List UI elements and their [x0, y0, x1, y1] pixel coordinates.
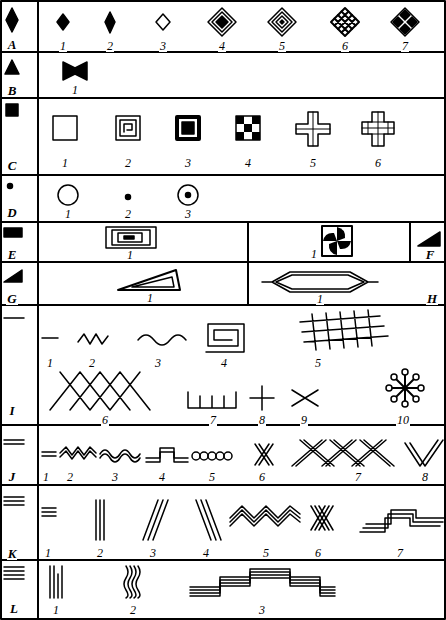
item-number: 2 [124, 157, 132, 169]
item-number: 1 [71, 84, 79, 96]
row-letter: F [425, 248, 436, 261]
row-letter: G [6, 292, 17, 305]
item-number: 7 [209, 414, 217, 426]
item-number: 9 [300, 414, 308, 426]
row-letter: A [7, 38, 18, 51]
item-number: 5 [314, 357, 322, 369]
row-letter: C [7, 159, 18, 172]
item-number: 1 [59, 40, 67, 52]
item-number: 6 [341, 40, 349, 52]
item-number: 5 [309, 157, 317, 169]
item-number: 2 [106, 40, 114, 52]
item-number: 1 [310, 248, 318, 260]
item-number: 6 [101, 414, 109, 426]
row-letter: J [8, 470, 17, 483]
item-number: 3 [149, 547, 157, 559]
item-number: 1 [146, 292, 154, 304]
item-number: 3 [159, 40, 167, 52]
item-number: 3 [154, 357, 162, 369]
item-number: 2 [66, 471, 74, 483]
item-number: 4 [244, 157, 252, 169]
item-number: 6 [314, 547, 322, 559]
item-number: 8 [421, 471, 429, 483]
item-number: 4 [218, 40, 226, 52]
item-number: 5 [262, 547, 270, 559]
item-number: 2 [96, 547, 104, 559]
item-number: 4 [220, 357, 228, 369]
item-number: 4 [202, 547, 210, 559]
row-letter: D [6, 206, 17, 219]
item-number: 1 [126, 249, 134, 261]
item-number: 7 [396, 547, 404, 559]
item-number: 6 [374, 157, 382, 169]
item-number: 3 [184, 208, 192, 220]
item-number: 8 [258, 414, 266, 426]
item-number: 6 [258, 471, 266, 483]
item-number: 10 [396, 414, 410, 426]
item-number: 1 [52, 604, 60, 616]
item-number: 7 [401, 40, 409, 52]
item-number: 3 [111, 471, 119, 483]
item-number: 1 [42, 471, 50, 483]
item-number: 1 [44, 547, 52, 559]
item-number: 1 [316, 293, 324, 305]
row-letter: B [7, 84, 18, 97]
item-number: 5 [208, 471, 216, 483]
row-letter: K [7, 547, 18, 560]
item-number: 2 [124, 208, 132, 220]
item-number: 3 [184, 157, 192, 169]
item-number: 1 [46, 357, 54, 369]
row-letter: I [8, 404, 15, 417]
item-number: 2 [88, 357, 96, 369]
item-number: 5 [278, 40, 286, 52]
item-number: 2 [129, 604, 137, 616]
item-number: 4 [158, 471, 166, 483]
row-letter: L [9, 602, 19, 615]
item-number: 3 [258, 604, 266, 616]
item-number: 1 [64, 208, 72, 220]
item-number: 1 [61, 157, 69, 169]
row-letter: H [426, 292, 438, 305]
row-letter: E [7, 248, 18, 261]
item-number: 7 [354, 471, 362, 483]
